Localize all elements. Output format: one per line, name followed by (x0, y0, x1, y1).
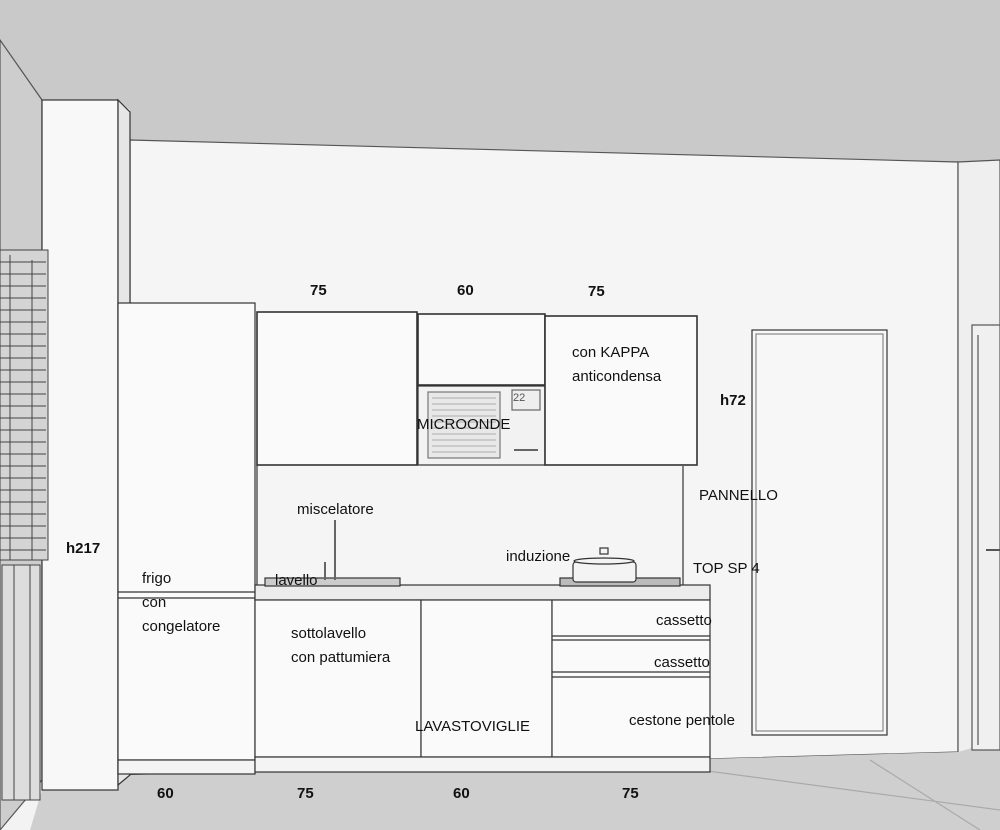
window-blinds (0, 249, 49, 801)
label-sink: lavello (275, 572, 318, 589)
label-pot-drawer: cestone pentole (629, 712, 735, 729)
door (971, 324, 1000, 751)
label-drawer-2: cassetto (654, 654, 710, 671)
label-under-sink-1: sottolavello (291, 625, 367, 642)
faucet-icon (324, 520, 336, 580)
countertop (254, 584, 711, 601)
microwave (417, 385, 546, 466)
column (41, 99, 119, 791)
fridge-unit (117, 302, 256, 761)
pot-icon (572, 547, 637, 583)
label-hood-1: con KAPPA (572, 344, 650, 361)
label-dishwasher: LAVASTOVIGLIE (415, 718, 531, 735)
dim-bottom-4: 75 (622, 785, 639, 802)
base-dishwasher (420, 599, 553, 758)
wall-cabinet-left (256, 311, 418, 466)
microwave-display: 22 (513, 392, 526, 404)
dim-top-2: 60 (457, 282, 474, 299)
label-fridge-1: frigo (142, 570, 172, 587)
label-induction: induzione (506, 548, 571, 565)
floor (30, 740, 1000, 830)
label-hood-2: anticondensa (572, 368, 662, 385)
wall-cabinet-microwave-top (417, 313, 546, 386)
label-drawer-1: cassetto (656, 612, 712, 629)
dim-bottom-2: 75 (297, 785, 314, 802)
label-panel: PANNELLO (699, 487, 778, 504)
label-under-sink-2: con pattumiera (291, 649, 391, 666)
panel (751, 329, 888, 736)
label-fridge-3: congelatore (142, 618, 221, 635)
plinth (254, 756, 711, 773)
label-top: TOP SP 4 (693, 560, 760, 577)
wall-cabinet-hood (544, 315, 698, 466)
label-fridge-2: con (142, 594, 167, 611)
label-mixer: miscelatore (297, 501, 374, 518)
ceiling (0, 0, 1000, 162)
dim-bottom-3: 60 (453, 785, 470, 802)
dim-bottom-1: 60 (157, 785, 174, 802)
dim-column-height: h217 (66, 540, 101, 557)
sink (264, 577, 401, 587)
label-microwave: MICROONDE (417, 416, 511, 433)
dim-top-3: 75 (588, 283, 605, 300)
dim-wall-height: h72 (720, 392, 746, 409)
dim-top-1: 75 (310, 282, 327, 299)
base-sink-unit (254, 599, 422, 758)
base-drawers (551, 599, 711, 758)
